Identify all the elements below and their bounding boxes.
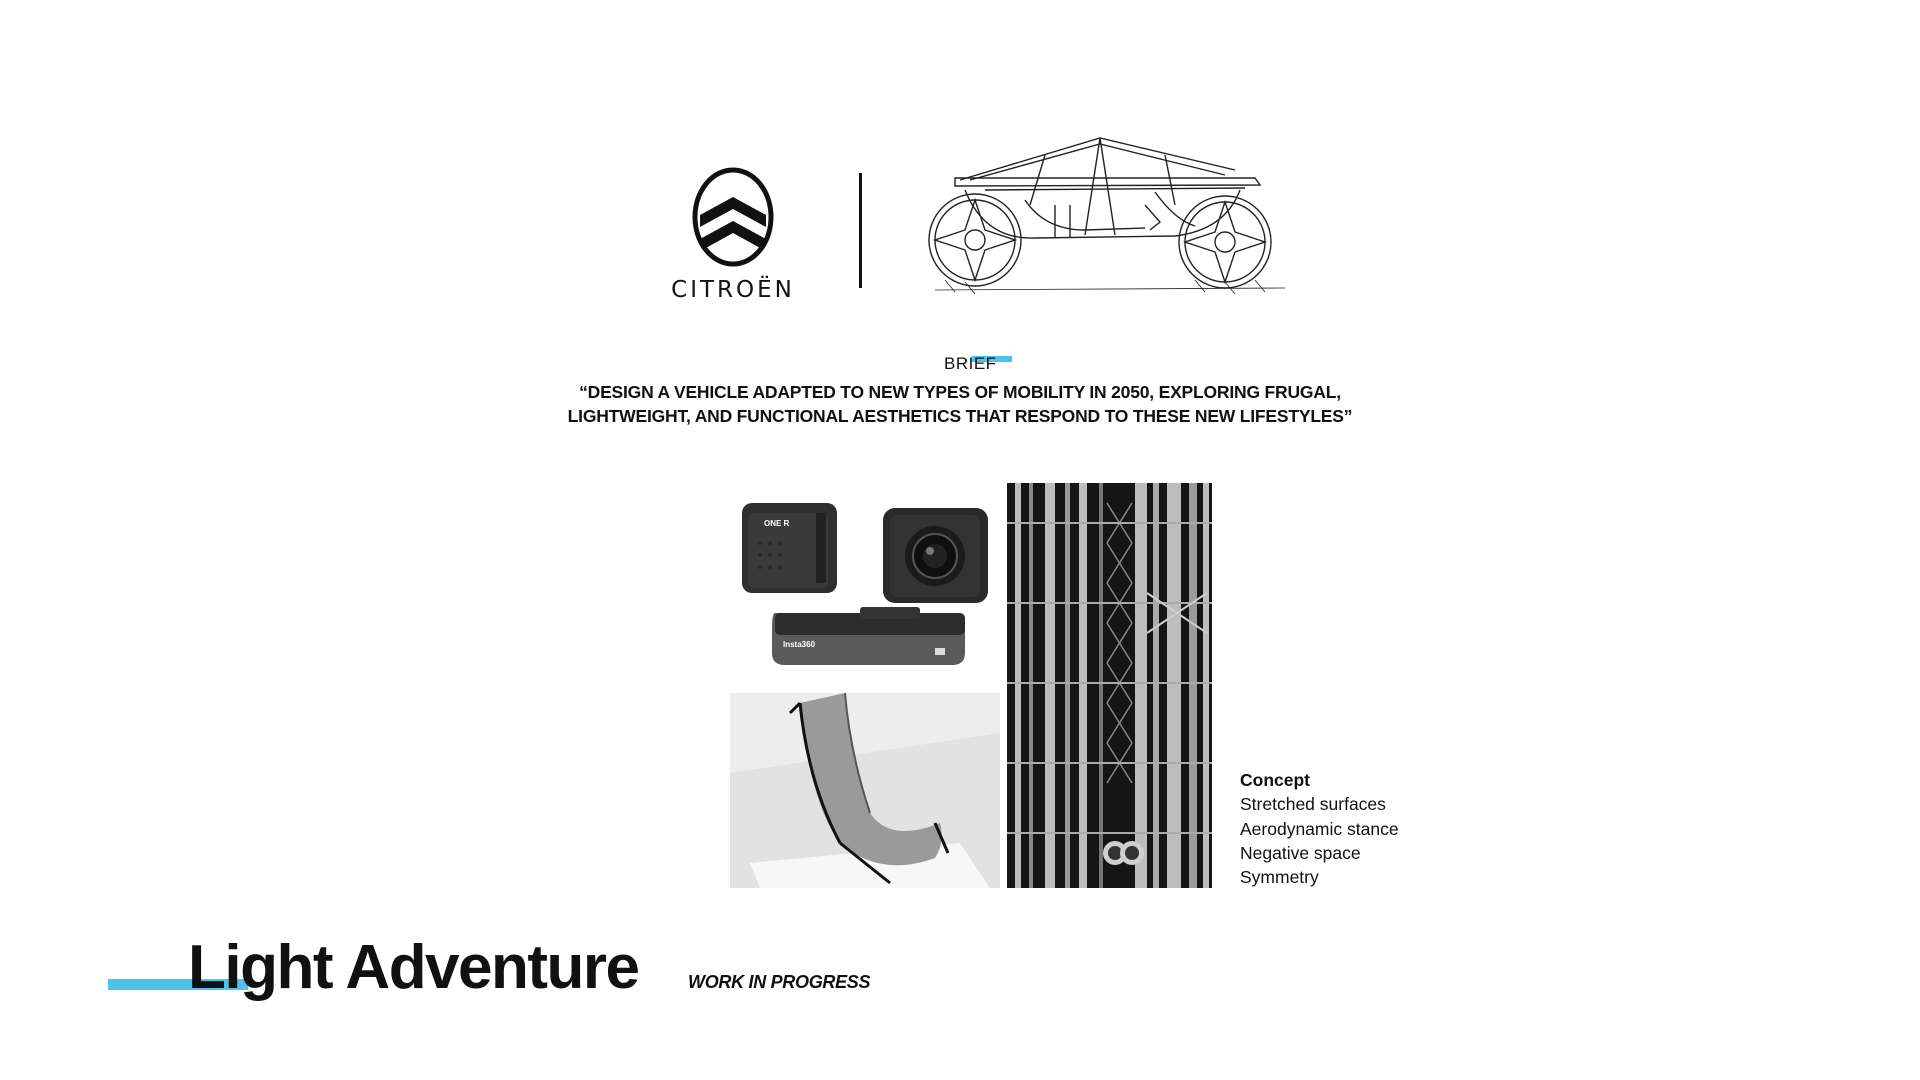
- project-title: Light Adventure: [188, 933, 640, 1002]
- camera-base-label: Insta360: [783, 640, 816, 649]
- industrial-pipes-image: [1007, 483, 1212, 888]
- brand-wordmark: CITROËN: [671, 277, 795, 303]
- citroen-logo: CITROËN: [658, 165, 808, 305]
- brief-accent-bar: [972, 356, 1012, 362]
- concept-item: Symmetry: [1240, 867, 1319, 888]
- concept-list: Concept Stretched surfaces Aerodynamic s…: [1240, 768, 1399, 889]
- citroen-double-chevron-icon: [692, 167, 774, 267]
- concept-item: Aerodynamic stance: [1240, 818, 1399, 839]
- status-label: WORK IN PROGRESS: [688, 972, 871, 992]
- camera-brand-label: ONE R: [764, 519, 790, 528]
- concept-title: Concept: [1240, 770, 1310, 790]
- concept-item: Stretched surfaces: [1240, 794, 1386, 815]
- sling-chair-image: [730, 693, 1000, 888]
- brief-quote-line-1: “DESIGN A VEHICLE ADAPTED TO NEW TYPES O…: [579, 382, 1341, 402]
- title-accent-bar: [108, 979, 248, 990]
- brief-quote-line-2: LIGHTWEIGHT, AND FUNCTIONAL AESTHETICS T…: [567, 406, 1353, 426]
- brief-label: BRIEF: [944, 354, 997, 373]
- action-camera-image: ONE R Insta360: [730, 483, 1000, 683]
- logo-divider: [859, 173, 862, 288]
- vehicle-sketch-icon: [928, 137, 1286, 295]
- concept-item: Negative space: [1240, 842, 1361, 863]
- brief-quote: “DESIGN A VEHICLE ADAPTED TO NEW TYPES O…: [560, 380, 1360, 428]
